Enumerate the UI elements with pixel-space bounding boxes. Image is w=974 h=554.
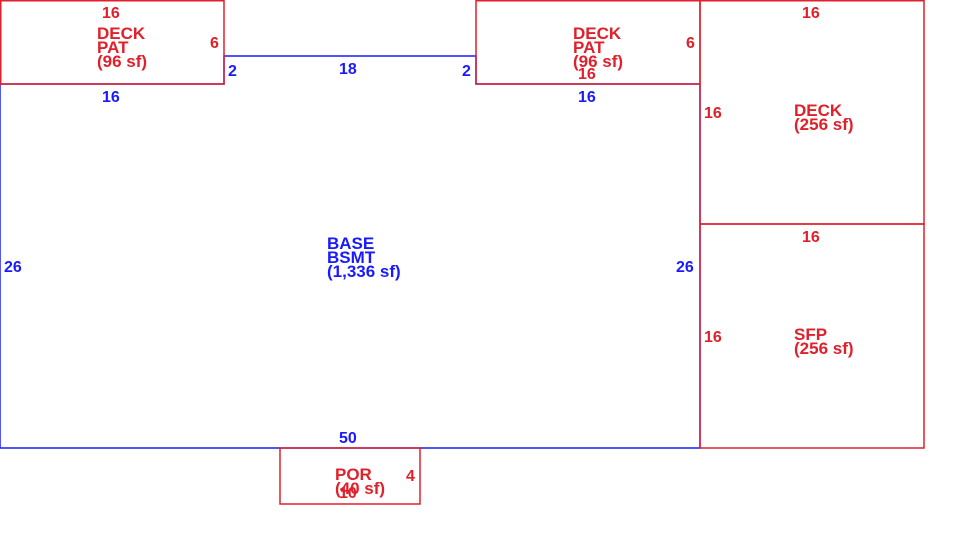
deck-pat-right-depth: 6 <box>686 35 695 52</box>
por-depth: 4 <box>406 468 415 485</box>
base-type-label: BSMT <box>327 248 376 267</box>
base-left-step-dimension: 2 <box>228 63 237 80</box>
deck-name: DECK <box>794 101 843 120</box>
deck-pat-right-bottom-width: 16 <box>578 66 596 83</box>
deck-depth: 16 <box>704 105 722 122</box>
deck-pat-left-depth: 6 <box>210 35 219 52</box>
sfp-outline <box>699 223 925 449</box>
deck-pat-left-name: DECK <box>97 24 146 43</box>
sfp-area: (256 sf) <box>794 339 854 358</box>
base-top-left-dimension: 16 <box>102 89 120 106</box>
deck-pat-right-name: DECK <box>573 24 622 43</box>
deck-area: (256 sf) <box>794 115 854 134</box>
base-right-dimension: 26 <box>676 259 694 276</box>
base-left-dimension: 26 <box>4 259 22 276</box>
por-width: 10 <box>339 485 357 502</box>
sfp-width: 16 <box>802 229 820 246</box>
deck-width: 16 <box>802 5 820 22</box>
deck-pat-left-width: 16 <box>102 5 120 22</box>
base-top-center-dimension: 18 <box>339 61 357 78</box>
deck-pat-left-type: PAT <box>97 38 129 57</box>
deck-pat-left-area: (96 sf) <box>97 52 147 71</box>
base-area-label: (1,336 sf) <box>327 262 401 281</box>
base-right-step-dimension: 2 <box>462 63 471 80</box>
deck-pat-left-outline <box>0 0 225 85</box>
por-name: POR <box>335 465 372 484</box>
por-outline <box>279 447 421 505</box>
deck-pat-right-area: (96 sf) <box>573 52 623 71</box>
base-top-right-dimension: 16 <box>578 89 596 106</box>
base-code-label: BASE <box>327 234 374 253</box>
base-bottom-dimension: 50 <box>339 430 357 447</box>
sfp-depth: 16 <box>704 329 722 346</box>
por-area: (40 sf) <box>335 479 385 498</box>
sfp-name: SFP <box>794 325 827 344</box>
deck-pat-right-type: PAT <box>573 38 605 57</box>
